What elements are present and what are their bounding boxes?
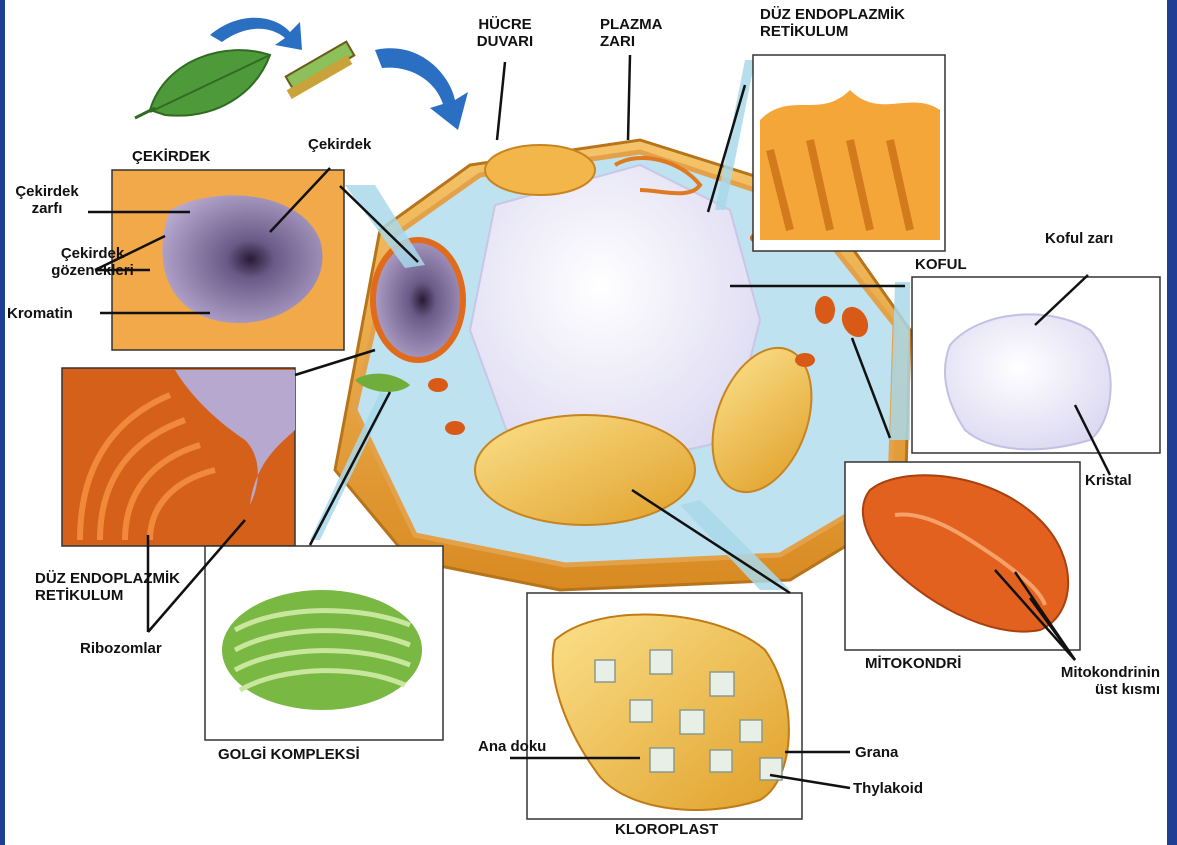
label-nucleus: Çekirdek bbox=[308, 136, 371, 153]
label-ribosomes: Ribozomlar bbox=[80, 640, 162, 657]
label-thylakoid: Thylakoid bbox=[853, 780, 923, 797]
golgi-inset bbox=[205, 546, 443, 740]
label-crystal: Kristal bbox=[1085, 472, 1132, 489]
label-nucleus-title: ÇEKİRDEK bbox=[132, 148, 210, 165]
label-cell-wall: HÜCRE DUVARI bbox=[455, 16, 555, 50]
nucleus-inset bbox=[112, 170, 344, 350]
rough-er-inset bbox=[62, 368, 295, 546]
chloroplast-inset bbox=[527, 593, 802, 819]
label-chloroplast: KLOROPLAST bbox=[615, 821, 718, 838]
label-mitochondrion-top: Mitokondrinin üst kısmı bbox=[1012, 664, 1160, 698]
label-smooth-er-left: DÜZ ENDOPLAZMİK RETİKULUM bbox=[35, 570, 180, 604]
leaf-section-icon bbox=[286, 42, 355, 99]
label-stroma: Ana doku bbox=[478, 738, 546, 755]
vacuole-inset bbox=[912, 277, 1160, 453]
label-mitochondrion: MİTOKONDRİ bbox=[865, 655, 961, 672]
label-vacuole: KOFUL bbox=[915, 256, 967, 273]
label-smooth-er-top: DÜZ ENDOPLAZMİK RETİKULUM bbox=[760, 6, 905, 40]
label-vacuole-membrane: Koful zarı bbox=[1045, 230, 1113, 247]
label-grana: Grana bbox=[855, 744, 898, 761]
label-plasma-membrane: PLAZMA ZARI bbox=[600, 16, 663, 50]
mitochondrion-inset bbox=[845, 462, 1080, 650]
label-golgi: GOLGİ KOMPLEKSİ bbox=[218, 746, 360, 763]
label-nuclear-pores: Çekirdek gözenekleri bbox=[40, 245, 145, 279]
leaf-icon bbox=[135, 50, 270, 118]
smooth-er-inset bbox=[753, 55, 945, 251]
label-nuclear-envelope: Çekirdek zarfı bbox=[2, 183, 92, 217]
label-chromatin: Kromatin bbox=[7, 305, 73, 322]
